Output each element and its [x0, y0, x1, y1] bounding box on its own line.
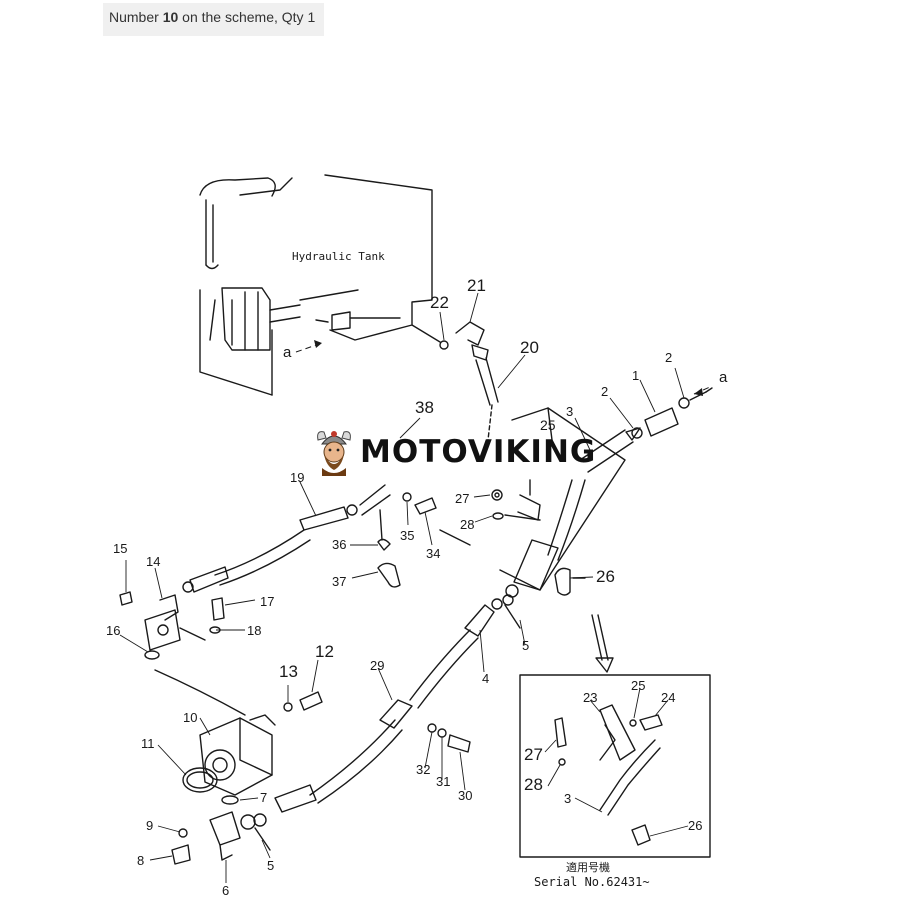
- callout-22: 22: [430, 293, 449, 312]
- callout-26: 26: [596, 567, 615, 586]
- arrow-label-a-left: a: [283, 344, 292, 361]
- hose-fitting-4: [464, 604, 495, 637]
- inset-callout-24: 24: [661, 690, 675, 705]
- callout-19: 19: [290, 470, 304, 485]
- callout-9: 9: [146, 818, 153, 833]
- fitting-3-lower: [513, 539, 559, 591]
- tank-label: Hydraulic Tank: [292, 250, 385, 263]
- hydraulic-tank-drawing: [199, 174, 433, 396]
- callout-18: 18: [247, 623, 261, 638]
- pump-link-line: [154, 669, 246, 716]
- inset-serial-top: 適用号機: [566, 860, 610, 874]
- callout-5: 5: [267, 858, 274, 873]
- callout-12: 12: [315, 642, 334, 661]
- callout-16: 16: [106, 623, 120, 638]
- caption-prefix: Number: [109, 9, 163, 25]
- callout-34: 34: [426, 546, 440, 561]
- elbow-6: [209, 811, 241, 846]
- callout-31: 31: [436, 774, 450, 789]
- callout-28: 28: [460, 517, 474, 532]
- callout-25: 25: [540, 417, 556, 433]
- callout-17: 17: [260, 594, 274, 609]
- callout-2: 2: [665, 350, 672, 365]
- callout-27: 27: [455, 491, 469, 506]
- adapter-1: [644, 407, 679, 437]
- callout-4: 4: [482, 671, 489, 686]
- inset-callout-3: 3: [564, 791, 571, 806]
- callout-15: 15: [113, 541, 127, 556]
- viking-mascot-icon: [317, 431, 351, 476]
- callout-14: 14: [146, 554, 160, 569]
- clamp-29: [379, 699, 413, 729]
- callout-6: 6: [222, 883, 229, 898]
- callout-36: 36: [332, 537, 346, 552]
- hose-fitting-19: [299, 506, 349, 531]
- inset-callout-23: 23: [583, 690, 597, 705]
- inset-detail-box: [519, 674, 711, 858]
- callout-2: 2: [601, 384, 608, 399]
- callout-5: 5: [522, 638, 529, 653]
- inset-callout-27: 27: [524, 745, 543, 764]
- callout-11: 11: [141, 736, 155, 751]
- callout-10: 10: [183, 710, 197, 725]
- callout-35: 35: [400, 528, 414, 543]
- bolt-12: [299, 691, 323, 711]
- inset-callout-28: 28: [524, 775, 543, 794]
- callout-13: 13: [279, 662, 298, 681]
- inset-serial: Serial No.62431~: [534, 875, 650, 889]
- elbow-21: [455, 321, 485, 346]
- part-caption: Number 10 on the scheme, Qty 1: [103, 3, 324, 36]
- clamp-26: [554, 567, 571, 596]
- watermark: MOTOVIKING: [312, 424, 596, 480]
- arrow-label-a-right: a: [719, 369, 728, 386]
- watermark-text: MOTOVIKING: [360, 434, 597, 470]
- callout-29: 29: [370, 658, 384, 673]
- inset-pointer-arrow: [597, 614, 609, 661]
- callout-32: 32: [416, 762, 430, 777]
- nut-2-right: [631, 427, 643, 439]
- o-ring-22: [439, 340, 449, 350]
- callout-20: 20: [520, 338, 539, 357]
- callout-7: 7: [260, 790, 267, 805]
- callout-1: 1: [632, 368, 639, 383]
- hose-20: [475, 359, 491, 406]
- caption-part-number: 10: [162, 9, 179, 25]
- callout-38: 38: [415, 398, 434, 417]
- inset-callout-26: 26: [688, 818, 702, 833]
- o-ring-7: [221, 795, 239, 805]
- callout-8: 8: [137, 853, 144, 868]
- callout-37: 37: [332, 574, 346, 589]
- o-ring-16: [144, 650, 160, 660]
- washer-13: [283, 702, 293, 712]
- elbow-14: [159, 594, 179, 621]
- bolt-30: [447, 734, 471, 753]
- o-ring-11: [182, 767, 218, 793]
- caption-suffix: on the scheme, Qty 1: [178, 9, 316, 25]
- hydraulic-pump-10: [199, 714, 276, 796]
- callout-3: 3: [566, 404, 573, 419]
- inset-callout-25: 25: [631, 678, 645, 693]
- callout-30: 30: [458, 788, 472, 803]
- callout-21: 21: [467, 276, 486, 295]
